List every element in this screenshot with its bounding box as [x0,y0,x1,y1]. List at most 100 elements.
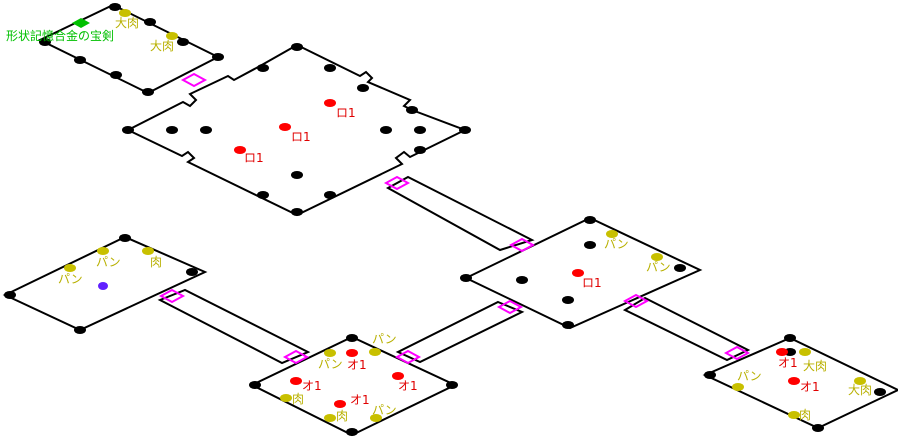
enemy-label: ロ1 [291,130,311,144]
pillar-icon [460,274,472,282]
pillar-icon [257,191,269,199]
door [723,345,751,361]
enemy-marker-icon[interactable] [346,349,358,357]
item-label: パン [372,332,397,346]
pillar-icon [291,208,303,216]
markers: 大肉大肉パン肉パンパンパンパンパン肉肉パン大肉大肉パン肉ロ1ロ1ロ1ロ1オ1オ1… [58,9,872,423]
pillar-icon [584,216,596,224]
item-marker-icon[interactable] [280,394,292,402]
enemy-label: オ1 [302,379,322,393]
pillar-icon [177,38,189,46]
door [158,288,186,304]
item-label: パン [58,272,83,286]
pillar-icon [109,3,121,11]
pillar-icon [704,371,716,379]
item-marker-icon[interactable] [97,247,109,255]
item-marker-icon[interactable] [854,377,866,385]
pillar-icon [200,126,212,134]
pillar-icon [562,296,574,304]
item-marker-icon[interactable] [788,411,800,419]
enemy-marker-icon[interactable] [788,377,800,385]
enemy-marker-icon[interactable] [279,123,291,131]
item-marker-icon[interactable] [799,348,811,356]
pillar-icon [516,276,528,284]
item-label: 大肉 [803,359,827,373]
pillar-icon [186,268,198,276]
pillar-icon [110,71,122,79]
item-label: 大肉 [150,39,174,53]
enemy-marker-icon[interactable] [234,146,246,154]
item-marker-icon[interactable] [370,414,382,422]
enemy-label: オ1 [800,380,820,394]
pillar-icon [674,264,686,272]
item-label: 肉 [150,255,162,269]
door [496,299,524,315]
pillar-icon [346,334,358,342]
pillar-icon [144,18,156,26]
pillar-icon [812,424,824,432]
door [383,175,411,191]
doors [158,72,751,365]
enemy-label: オ1 [350,393,370,407]
enemy-marker-icon[interactable] [572,269,584,277]
pillar-icon [874,388,886,396]
enemy-marker-icon[interactable] [334,400,346,408]
pillar-icon [446,381,458,389]
item-marker-icon[interactable] [64,264,76,272]
item-marker-icon[interactable] [324,414,336,422]
item-marker-icon[interactable] [324,349,336,357]
pillar-icon [291,171,303,179]
enemy-marker-icon[interactable] [290,377,302,385]
pillar-icon [784,334,796,342]
item-label: 肉 [336,409,348,423]
enemy-marker-icon[interactable] [324,99,336,107]
item-label: パン [318,357,343,371]
item-label: 肉 [799,408,811,422]
door [622,293,650,309]
pillar-icon [257,64,269,72]
enemy-label: ロ1 [244,151,264,165]
item-marker-icon[interactable] [119,9,131,17]
pillar-icon [380,126,392,134]
pillar-icon [584,241,596,249]
pillar-icon [4,291,16,299]
player-marker-icon [98,282,108,290]
enemy-label: オ1 [347,358,367,372]
door [282,349,310,365]
item-marker-icon[interactable] [166,32,178,40]
pillar-icon [562,321,574,329]
treasure-marker-icon[interactable] [72,18,90,28]
item-label: パン [646,260,671,274]
pillar-icon [459,126,471,134]
item-marker-icon[interactable] [142,247,154,255]
pillar-icon [39,38,51,46]
item-label: パン [96,255,121,269]
pillar-icon [414,146,426,154]
pillar-icon [406,106,418,114]
corridor [385,175,535,252]
item-label: パン [737,369,762,383]
enemy-marker-icon[interactable] [776,348,788,356]
item-marker-icon[interactable] [606,230,618,238]
enemy-marker-icon[interactable] [392,372,404,380]
corridor [395,300,525,364]
item-marker-icon[interactable] [369,348,381,356]
enemy-label: オ1 [778,356,798,370]
item-marker-icon[interactable] [651,253,663,261]
door [508,237,536,253]
pillar-icon [324,191,336,199]
item-marker-icon[interactable] [732,383,744,391]
pillar-icon [324,64,336,72]
pillar-icon [414,126,426,134]
pillar-icon [166,126,178,134]
pillar-icon [346,428,358,436]
room-central [125,43,468,217]
enemy-label: オ1 [398,379,418,393]
pillar-icon [357,84,369,92]
corridor [157,288,311,365]
item-label: パン [372,403,397,417]
enemy-label: ロ1 [582,276,602,290]
pillars [4,3,886,436]
item-label: 大肉 [115,16,139,30]
